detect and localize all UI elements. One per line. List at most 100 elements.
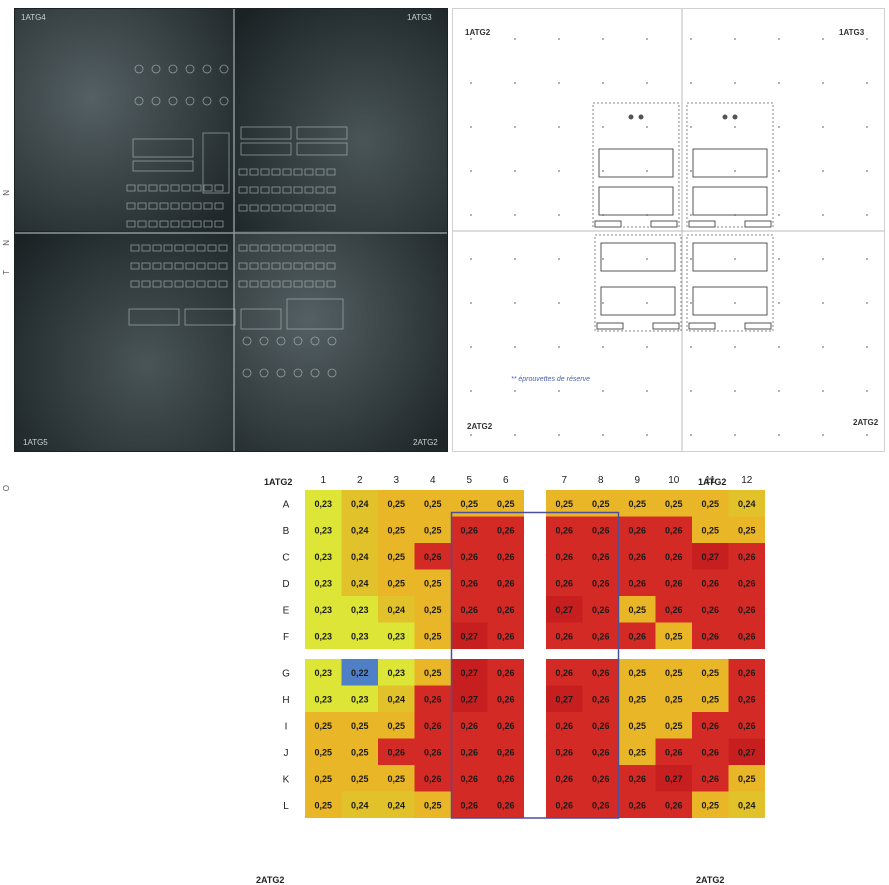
heatmap-cell-value: 0,27 [555, 694, 573, 704]
heatmap-cell [619, 791, 656, 818]
heatmap-cell-value: 0,23 [314, 578, 332, 588]
reference-dot [646, 390, 648, 392]
reference-dot [646, 126, 648, 128]
plate-photo-canvas: 1ATG4 1ATG3 1ATG5 2ATG2 [15, 9, 447, 451]
heatmap-cell [582, 516, 619, 543]
specimen-tab [594, 220, 622, 228]
reference-dot [822, 258, 824, 260]
heatmap-cell [655, 596, 692, 623]
photo-specimen-ring [259, 368, 269, 378]
heatmap-cell-value: 0,23 [314, 552, 332, 562]
photo-specimen-bar [214, 202, 224, 210]
heatmap-row-label: F [283, 632, 289, 643]
photo-specimen-ring [168, 96, 178, 106]
heatmap-cell [451, 791, 488, 818]
photo-label-bottom-left: 1ATG5 [23, 438, 48, 447]
heatmap-cell [619, 765, 656, 792]
photo-specimen-bar [260, 262, 270, 270]
heatmap-cell [546, 738, 583, 765]
heatmap-cell [487, 622, 524, 649]
heatmap-cell [655, 712, 692, 739]
heatmap-cell [692, 490, 729, 517]
photo-specimen-ring [219, 64, 229, 74]
heatmap-cell [728, 490, 765, 517]
reference-dot [778, 214, 780, 216]
photo-specimen-ring [185, 64, 195, 74]
photo-specimen-bar [174, 244, 184, 252]
reference-dot [602, 38, 604, 40]
heatmap-cell [582, 738, 619, 765]
photo-specimen-block [240, 142, 292, 156]
heatmap-cell-value: 0,26 [460, 721, 478, 731]
photo-specimen-ring [327, 336, 337, 346]
heatmap-cell [692, 516, 729, 543]
heatmap-cell-value: 0,25 [424, 800, 442, 810]
heatmap-row-label: H [282, 695, 289, 706]
heatmap-cell [414, 543, 451, 570]
reference-dot [690, 38, 692, 40]
heatmap-cell-value: 0,26 [497, 774, 515, 784]
heatmap-cell [655, 765, 692, 792]
reference-dot [822, 38, 824, 40]
heatmap-cell [582, 791, 619, 818]
reference-dot [822, 302, 824, 304]
heatmap-cell-value: 0,27 [665, 774, 683, 784]
reserve-specimens-note: ** éprouvettes de réserve [511, 376, 590, 383]
reference-dot [558, 346, 560, 348]
heatmap-cell [546, 765, 583, 792]
drawing-label-top-right: 1ATG3 [839, 28, 865, 37]
photo-specimen-ring [293, 336, 303, 346]
heatmap-corner-bottom-right: 2ATG2 [696, 875, 724, 885]
reference-dot [558, 82, 560, 84]
photo-specimen-bar [141, 262, 151, 270]
photo-specimen-bar [271, 262, 281, 270]
heatmap-cell-value: 0,27 [460, 694, 478, 704]
photo-specimen-bar [196, 244, 206, 252]
drawing-label-bottom-left: 2ATG2 [467, 422, 493, 431]
photo-specimen-block [128, 308, 180, 326]
heatmap-cell [414, 622, 451, 649]
heatmap-cell-value: 0,26 [592, 552, 610, 562]
reference-dot [822, 346, 824, 348]
heatmap-cell-value: 0,26 [497, 747, 515, 757]
photo-specimen-bar [137, 220, 147, 228]
heatmap-cell-value: 0,26 [701, 631, 719, 641]
reference-dot [778, 126, 780, 128]
heatmap-cell [305, 712, 342, 739]
specimen-box [600, 286, 676, 316]
photo-specimen-ring [310, 336, 320, 346]
photo-specimen-bar [326, 168, 336, 176]
specimen-box [692, 148, 768, 178]
photo-specimen-bar [249, 262, 259, 270]
heatmap-cell-value: 0,26 [460, 800, 478, 810]
reference-dot [646, 38, 648, 40]
photo-specimen-bar [282, 280, 292, 288]
photo-specimen-bar [126, 202, 136, 210]
heatmap-cell-value: 0,27 [701, 552, 719, 562]
photo-specimen-bar [326, 204, 336, 212]
heatmap-cell [341, 738, 378, 765]
specimen-outlines [592, 102, 774, 332]
heatmap-cell [487, 712, 524, 739]
heatmap-cell [487, 659, 524, 686]
heatmap-cell-value: 0,23 [351, 605, 369, 615]
heatmap-cell [378, 712, 415, 739]
reference-dot [690, 214, 692, 216]
photo-specimen-bar [218, 262, 228, 270]
heatmap-cell [341, 596, 378, 623]
heatmap-cell-value: 0,26 [424, 721, 442, 731]
reference-dot [690, 82, 692, 84]
photo-specimen-ring [168, 64, 178, 74]
reference-dot [866, 170, 868, 172]
reference-dot [514, 390, 516, 392]
heatmap-cell [728, 569, 765, 596]
heatmap-cell-value: 0,25 [701, 525, 719, 535]
heatmap-cell-value: 0,26 [592, 694, 610, 704]
heatmap-column-label: 5 [466, 475, 472, 486]
heatmap-cell [619, 569, 656, 596]
photo-specimen-bar [152, 262, 162, 270]
heatmap-cell-value: 0,25 [424, 605, 442, 615]
photo-specimen-bar [174, 262, 184, 270]
heatmap-cell-value: 0,25 [628, 668, 646, 678]
